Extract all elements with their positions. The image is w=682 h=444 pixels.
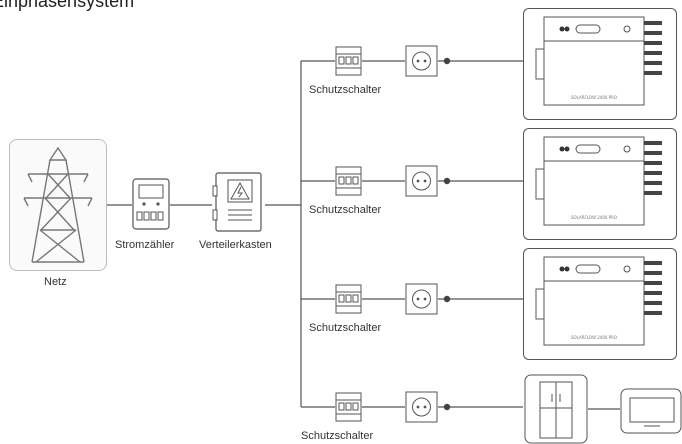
wall-socket-icon <box>405 391 438 423</box>
inverter-panel-1: SOLARFLOW 2400 PRO <box>523 8 677 120</box>
solar-inverter-icon: SOLARFLOW 2400 PRO <box>535 136 662 226</box>
solar-inverter-icon: SOLARFLOW 2400 PRO <box>535 256 662 346</box>
distribution-box-label: Verteilerkasten <box>199 239 272 251</box>
inverter-model-text: SOLARFLOW 2400 PRO <box>571 95 617 100</box>
grid-label: Netz <box>44 276 67 288</box>
circuit-breaker-icon <box>335 392 362 422</box>
power-pylon-icon <box>23 146 93 263</box>
wall-socket-icon <box>405 45 438 77</box>
circuit-breaker-icon <box>335 166 362 196</box>
grid-panel <box>9 139 107 271</box>
wall-socket-icon <box>405 165 438 197</box>
inverter-panel-2: SOLARFLOW 2400 PRO <box>523 128 677 240</box>
wall-socket-icon <box>405 283 438 315</box>
inverter-model-text: SOLARFLOW 2400 PRO <box>571 215 617 220</box>
breaker-label-4: Schutzschalter <box>301 430 374 442</box>
meter-label: Stromzähler <box>115 239 175 251</box>
refrigerator-icon <box>524 374 588 444</box>
circuit-breaker-icon <box>335 284 362 314</box>
electricity-meter-icon <box>132 178 170 230</box>
breaker-label-3: Schutzschalter <box>309 322 382 334</box>
circuit-breaker-icon <box>335 46 362 76</box>
television-icon <box>620 388 682 434</box>
solar-inverter-icon: SOLARFLOW 2400 PRO <box>535 16 662 106</box>
diagram-title: Einphasensystem <box>0 0 135 11</box>
breaker-label-2: Schutzschalter <box>309 204 382 216</box>
distribution-box-icon <box>212 172 262 232</box>
inverter-model-text: SOLARFLOW 2400 PRO <box>571 335 617 340</box>
inverter-panel-3: SOLARFLOW 2400 PRO <box>523 248 677 360</box>
breaker-label-1: Schutzschalter <box>309 84 382 96</box>
